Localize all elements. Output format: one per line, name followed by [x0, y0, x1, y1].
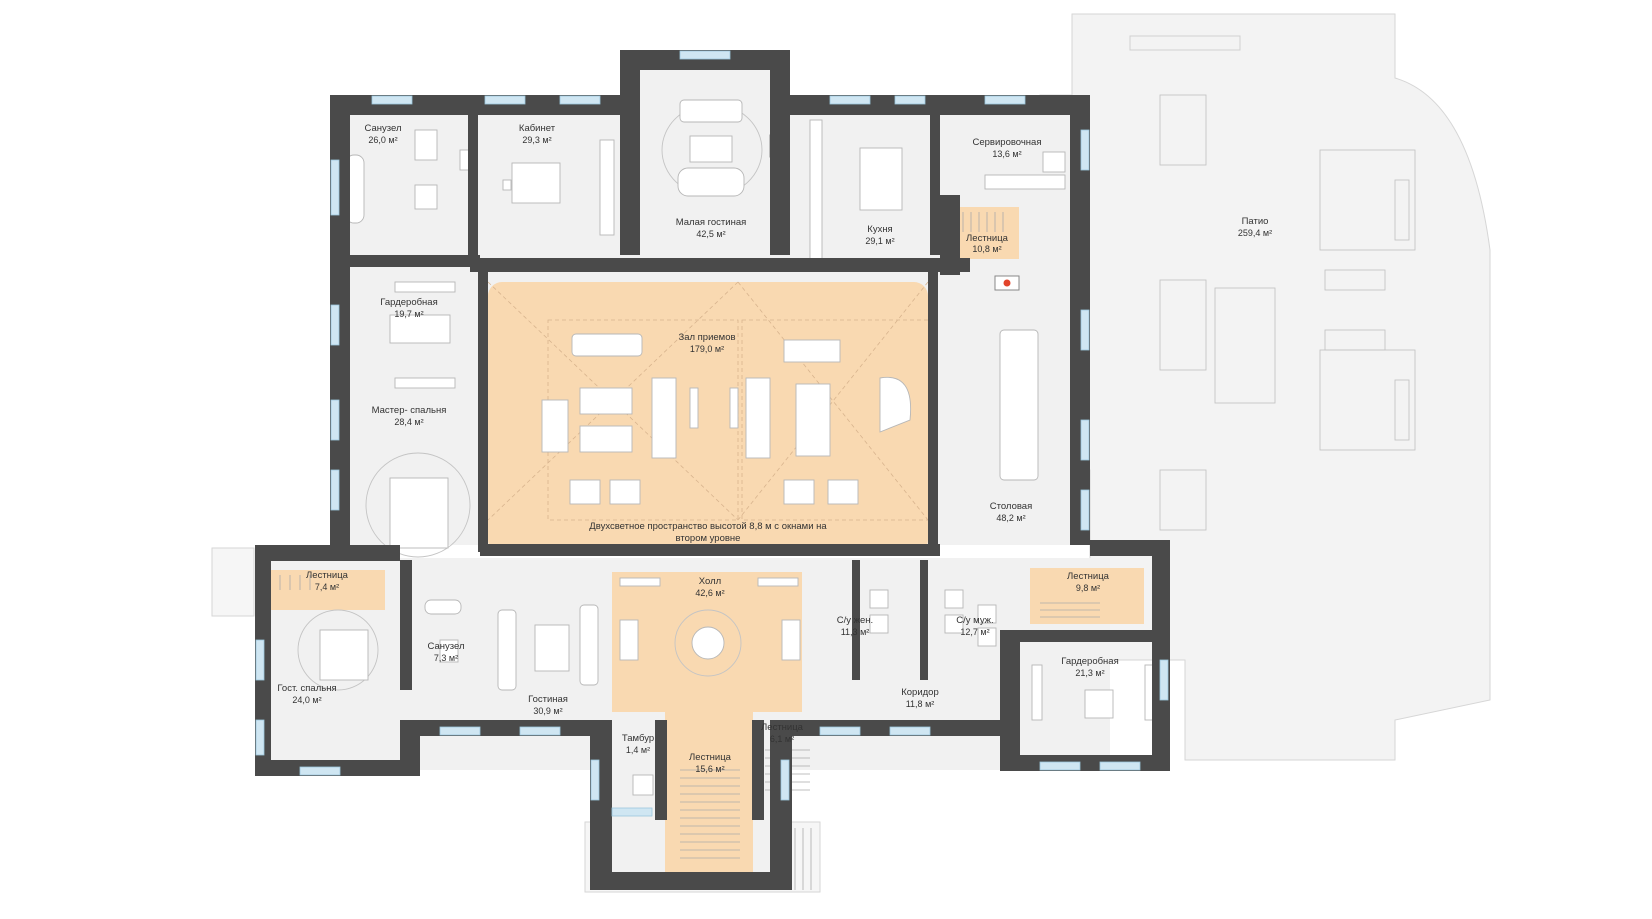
- svg-text:Санузел: Санузел: [427, 641, 464, 652]
- svg-text:Лестница: Лестница: [966, 233, 1009, 244]
- svg-text:Санузел: Санузел: [364, 123, 401, 134]
- svg-text:С/у жен.: С/у жен.: [837, 615, 873, 626]
- svg-text:Кухня: Кухня: [867, 224, 892, 235]
- patio-lounge: [1319, 149, 1416, 251]
- room-label-garderobnaya-master: Гардеробная 19,7 м²: [380, 297, 437, 319]
- svg-text:179,0 м²: 179,0 м²: [690, 344, 724, 354]
- svg-text:Патио: Патио: [1242, 216, 1269, 227]
- room-label-servirovochnaya: Сервировочная 13,6 м²: [973, 137, 1042, 159]
- svg-text:Гостиная: Гостиная: [528, 694, 568, 705]
- room-label-lestnitsa-top: Лестница 10,8 м²: [966, 233, 1009, 254]
- room-label-sanuzel-guest: Санузел 7,3 м²: [427, 641, 464, 663]
- svg-text:Коридор: Коридор: [901, 687, 939, 698]
- svg-text:Лестница: Лестница: [1067, 571, 1110, 582]
- left-terrace: [211, 547, 255, 617]
- svg-text:Зал приемов: Зал приемов: [678, 332, 735, 343]
- svg-text:втором уровне: втором уровне: [676, 533, 741, 544]
- svg-text:29,3 м²: 29,3 м²: [522, 135, 551, 145]
- svg-text:9,8 м²: 9,8 м²: [1076, 583, 1100, 593]
- svg-text:Малая гостиная: Малая гостиная: [676, 217, 747, 228]
- room-label-koridor: Коридор 11,8 м²: [901, 687, 939, 709]
- patio-chairs: [1324, 269, 1386, 291]
- svg-text:11,8 м²: 11,8 м²: [906, 699, 935, 709]
- stair-top-treads: [962, 212, 1004, 232]
- room-label-lestnitsa-entry: Лестница 15,6 м²: [689, 752, 732, 774]
- room-label-sanuzel-master: Санузел 26,0 м²: [364, 123, 401, 145]
- svg-text:1,4 м²: 1,4 м²: [626, 745, 650, 755]
- svg-text:28,4 м²: 28,4 м²: [394, 417, 423, 427]
- svg-text:13,6 м²: 13,6 м²: [992, 149, 1021, 159]
- stair-right-treads: [1040, 602, 1100, 618]
- furniture: [297, 99, 1156, 796]
- entry-stair-floor: [665, 712, 753, 884]
- windows: [255, 50, 1169, 817]
- svg-text:7,3 м²: 7,3 м²: [434, 653, 458, 663]
- room-label-lestnitsa-left: Лестница 7,4 м²: [306, 570, 349, 592]
- double-height-note: Двухсветное пространство высотой 8,8 м с…: [589, 521, 827, 544]
- svg-text:Столовая: Столовая: [990, 501, 1032, 512]
- svg-text:26,0 м²: 26,0 м²: [368, 135, 397, 145]
- svg-text:Лестница: Лестница: [306, 570, 349, 581]
- svg-text:30,9 м²: 30,9 м²: [533, 706, 562, 716]
- svg-text:С/у муж.: С/у муж.: [956, 615, 993, 626]
- fireplace-icon: [994, 275, 1020, 291]
- room-label-master-spalnya: Мастер- спальня 28,4 м²: [372, 405, 447, 427]
- svg-text:259,4 м²: 259,4 м²: [1238, 228, 1272, 238]
- svg-text:Холл: Холл: [699, 576, 721, 587]
- room-label-kuhnya: Кухня 29,1 м²: [865, 224, 894, 246]
- room-label-lestnitsa-small: Лестница 6,1 м²: [761, 722, 804, 744]
- svg-text:Гардеробная: Гардеробная: [380, 297, 437, 308]
- room-label-patio: Патио 259,4 м²: [1238, 216, 1272, 238]
- room-label-stolovaya: Столовая 48,2 м²: [990, 501, 1032, 523]
- svg-text:Лестница: Лестница: [689, 752, 732, 763]
- svg-text:21,3 м²: 21,3 м²: [1075, 668, 1104, 678]
- svg-text:Гардеробная: Гардеробная: [1061, 656, 1118, 667]
- patio-planter: [1159, 94, 1207, 166]
- svg-text:42,6 м²: 42,6 м²: [695, 588, 724, 598]
- svg-text:Мастер- спальня: Мастер- спальня: [372, 405, 447, 416]
- room-label-lestnitsa-right: Лестница 9,8 м²: [1067, 571, 1110, 593]
- svg-text:48,2 м²: 48,2 м²: [996, 513, 1025, 523]
- room-label-malaya-gostinaya: Малая гостиная 42,5 м²: [676, 217, 747, 239]
- room-label-garderobnaya-right: Гардеробная 21,3 м²: [1061, 656, 1118, 678]
- svg-text:Тамбур: Тамбур: [622, 733, 654, 744]
- svg-text:6,1 м²: 6,1 м²: [770, 734, 794, 744]
- svg-text:Гост. спальня: Гост. спальня: [277, 683, 336, 694]
- svg-text:12,7 м²: 12,7 м²: [960, 627, 989, 637]
- room-label-tambur: Тамбур 1,4 м²: [622, 733, 654, 755]
- svg-text:Сервировочная: Сервировочная: [973, 137, 1042, 148]
- svg-text:10,8 м²: 10,8 м²: [972, 244, 1001, 254]
- svg-text:7,4 м²: 7,4 м²: [315, 582, 339, 592]
- svg-text:Кабинет: Кабинет: [519, 123, 556, 134]
- room-label-gost-spalnya: Гост. спальня 24,0 м²: [277, 683, 336, 705]
- patio-sofa: [1394, 179, 1410, 241]
- patio-dining-table: [1214, 287, 1276, 404]
- svg-text:29,1 м²: 29,1 м²: [865, 236, 894, 246]
- room-label-kabinet: Кабинет 29,3 м²: [519, 123, 556, 145]
- patio-chairs: [1324, 329, 1386, 351]
- room-label-su-muzh: С/у муж. 12,7 м²: [956, 615, 993, 637]
- room-label-su-zhen: С/у жен. 11,3 м²: [837, 615, 873, 637]
- stair-right-floor: [1030, 568, 1144, 624]
- room-label-holl: Холл 42,6 м²: [695, 576, 724, 598]
- stair-left-floor: [263, 570, 385, 610]
- svg-text:11,3 м²: 11,3 м²: [841, 627, 870, 637]
- svg-text:Двухсветное пространство высот: Двухсветное пространство высотой 8,8 м с…: [589, 521, 827, 532]
- room-label-gostinaya: Гостиная 30,9 м²: [528, 694, 568, 716]
- entry-stair-treads: [680, 769, 740, 859]
- patio-planter: [1159, 469, 1207, 531]
- svg-text:15,6 м²: 15,6 м²: [695, 764, 724, 774]
- svg-text:24,0 м²: 24,0 м²: [292, 695, 321, 705]
- room-label-zal-priemov: Зал приемов 179,0 м²: [678, 332, 735, 354]
- svg-text:Лестница: Лестница: [761, 722, 804, 733]
- patio-sofa: [1394, 379, 1410, 441]
- svg-text:42,5 м²: 42,5 м²: [696, 229, 725, 239]
- patio-planter: [1159, 279, 1207, 371]
- svg-text:19,7 м²: 19,7 м²: [394, 309, 423, 319]
- patio-bench: [1129, 35, 1241, 51]
